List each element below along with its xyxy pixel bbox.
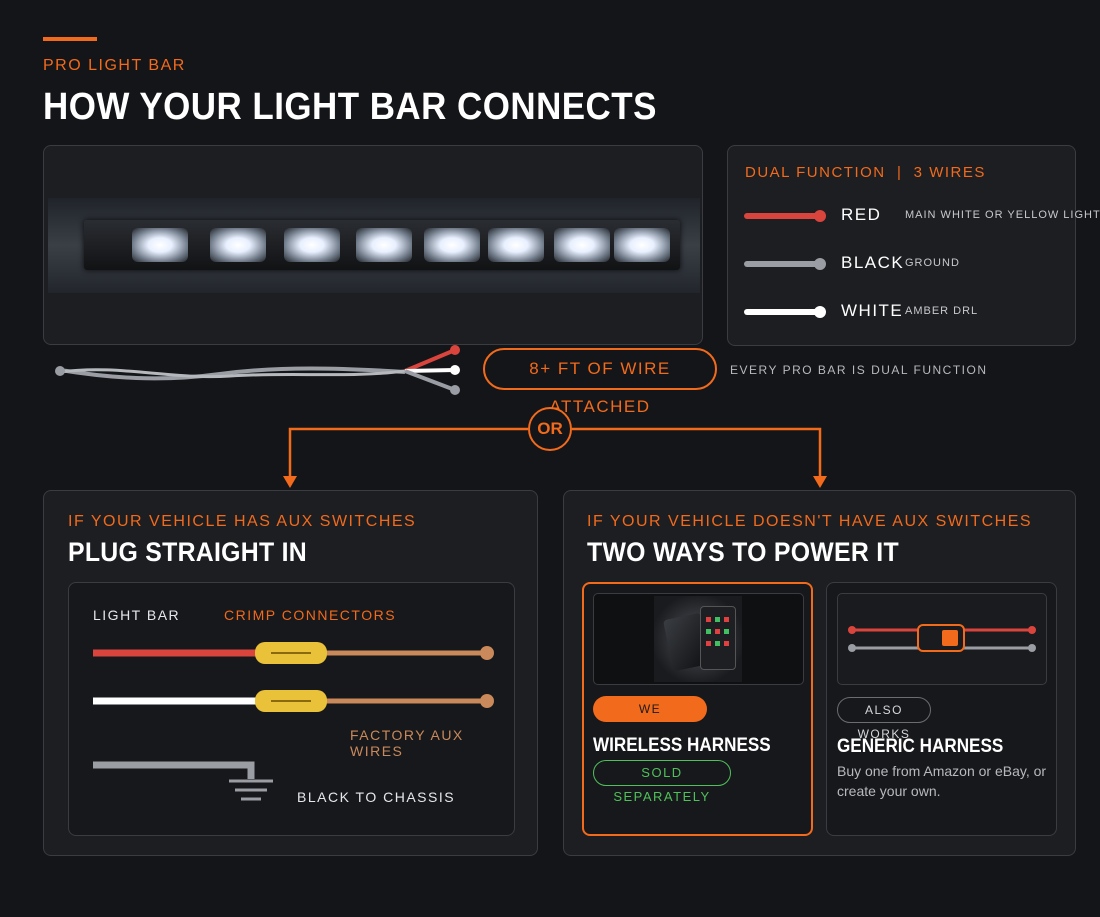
crimp-connectors-label: CRIMP CONNECTORS: [224, 607, 397, 623]
accent-bar: [43, 37, 97, 41]
eyebrow-label: PRO LIGHT BAR: [43, 57, 186, 74]
section-title: PLUG STRAIGHT IN: [68, 537, 308, 567]
wire-description: GROUND: [905, 257, 960, 269]
direct-wiring-diagram: LIGHT BAR CRIMP CONNECTORS FACTORY AUX W…: [68, 582, 515, 836]
wire-description: AMBER DRL: [905, 305, 979, 317]
generic-harness-image: [837, 593, 1047, 685]
light-bar: [84, 220, 680, 270]
wire-attached-badge: 8+ FT OF WIRE ATTACHED: [483, 348, 717, 416]
wiring-lines: [93, 642, 494, 801]
recommend-badge: WE RECOMMEND: [593, 696, 707, 742]
dual-function-note: EVERY PRO BAR IS DUAL FUNCTION: [730, 363, 988, 377]
wire-bundle-icon: [55, 345, 460, 395]
harness-diagram-icon: [848, 624, 1036, 652]
light-bar-image-panel: [43, 145, 703, 345]
section-title: TWO WAYS TO POWER IT: [587, 537, 899, 567]
factory-aux-wires-label: FACTORY AUX WIRES: [350, 727, 464, 759]
section-eyebrow: IF YOUR VEHICLE DOESN'T HAVE AUX SWITCHE…: [587, 513, 1033, 530]
wires-heading: DUAL FUNCTION | 3 WIRES: [745, 164, 986, 181]
light-bar-photo: [48, 198, 700, 293]
generic-harness-card: ALSO WORKS GENERIC HARNESS Buy one from …: [826, 582, 1057, 836]
wire-description: MAIN WHITE OR YELLOW LIGHT: [905, 209, 1100, 221]
wire-name: RED: [841, 205, 882, 224]
or-divider: OR: [528, 407, 572, 451]
light-bar-label: LIGHT BAR: [93, 607, 181, 623]
wire-row-white: WHITE AMBER DRL: [744, 301, 1074, 323]
plug-straight-in-section: IF YOUR VEHICLE HAS AUX SWITCHES PLUG ST…: [43, 490, 538, 856]
branch-arrows: [283, 427, 827, 488]
wireless-harness-card: WE RECOMMEND WIRELESS HARNESS SOLD SEPAR…: [582, 582, 813, 836]
also-works-badge: ALSO WORKS: [837, 697, 931, 741]
sold-separately-badge: SOLD SEPARATELY: [593, 760, 731, 804]
section-eyebrow: IF YOUR VEHICLE HAS AUX SWITCHES: [68, 513, 417, 530]
black-to-chassis-label: BLACK TO CHASSIS: [297, 789, 456, 805]
option-title: GENERIC HARNESS: [837, 736, 1004, 757]
option-title: WIRELESS HARNESS: [593, 735, 771, 756]
wire-name: BLACK: [841, 253, 905, 272]
page-title: HOW YOUR LIGHT BAR CONNECTS: [43, 86, 657, 128]
option-description: Buy one from Amazon or eBay, or create y…: [837, 763, 1047, 799]
two-ways-section: IF YOUR VEHICLE DOESN'T HAVE AUX SWITCHE…: [563, 490, 1076, 856]
keypad-icon: [700, 606, 736, 670]
wireless-harness-image: [593, 593, 804, 685]
wires-legend-panel: DUAL FUNCTION | 3 WIRES RED MAIN WHITE O…: [727, 145, 1100, 346]
wire-row-black: BLACK GROUND: [744, 253, 1074, 275]
wire-name: WHITE: [841, 301, 904, 320]
wire-row-red: RED MAIN WHITE OR YELLOW LIGHT: [744, 205, 1100, 227]
